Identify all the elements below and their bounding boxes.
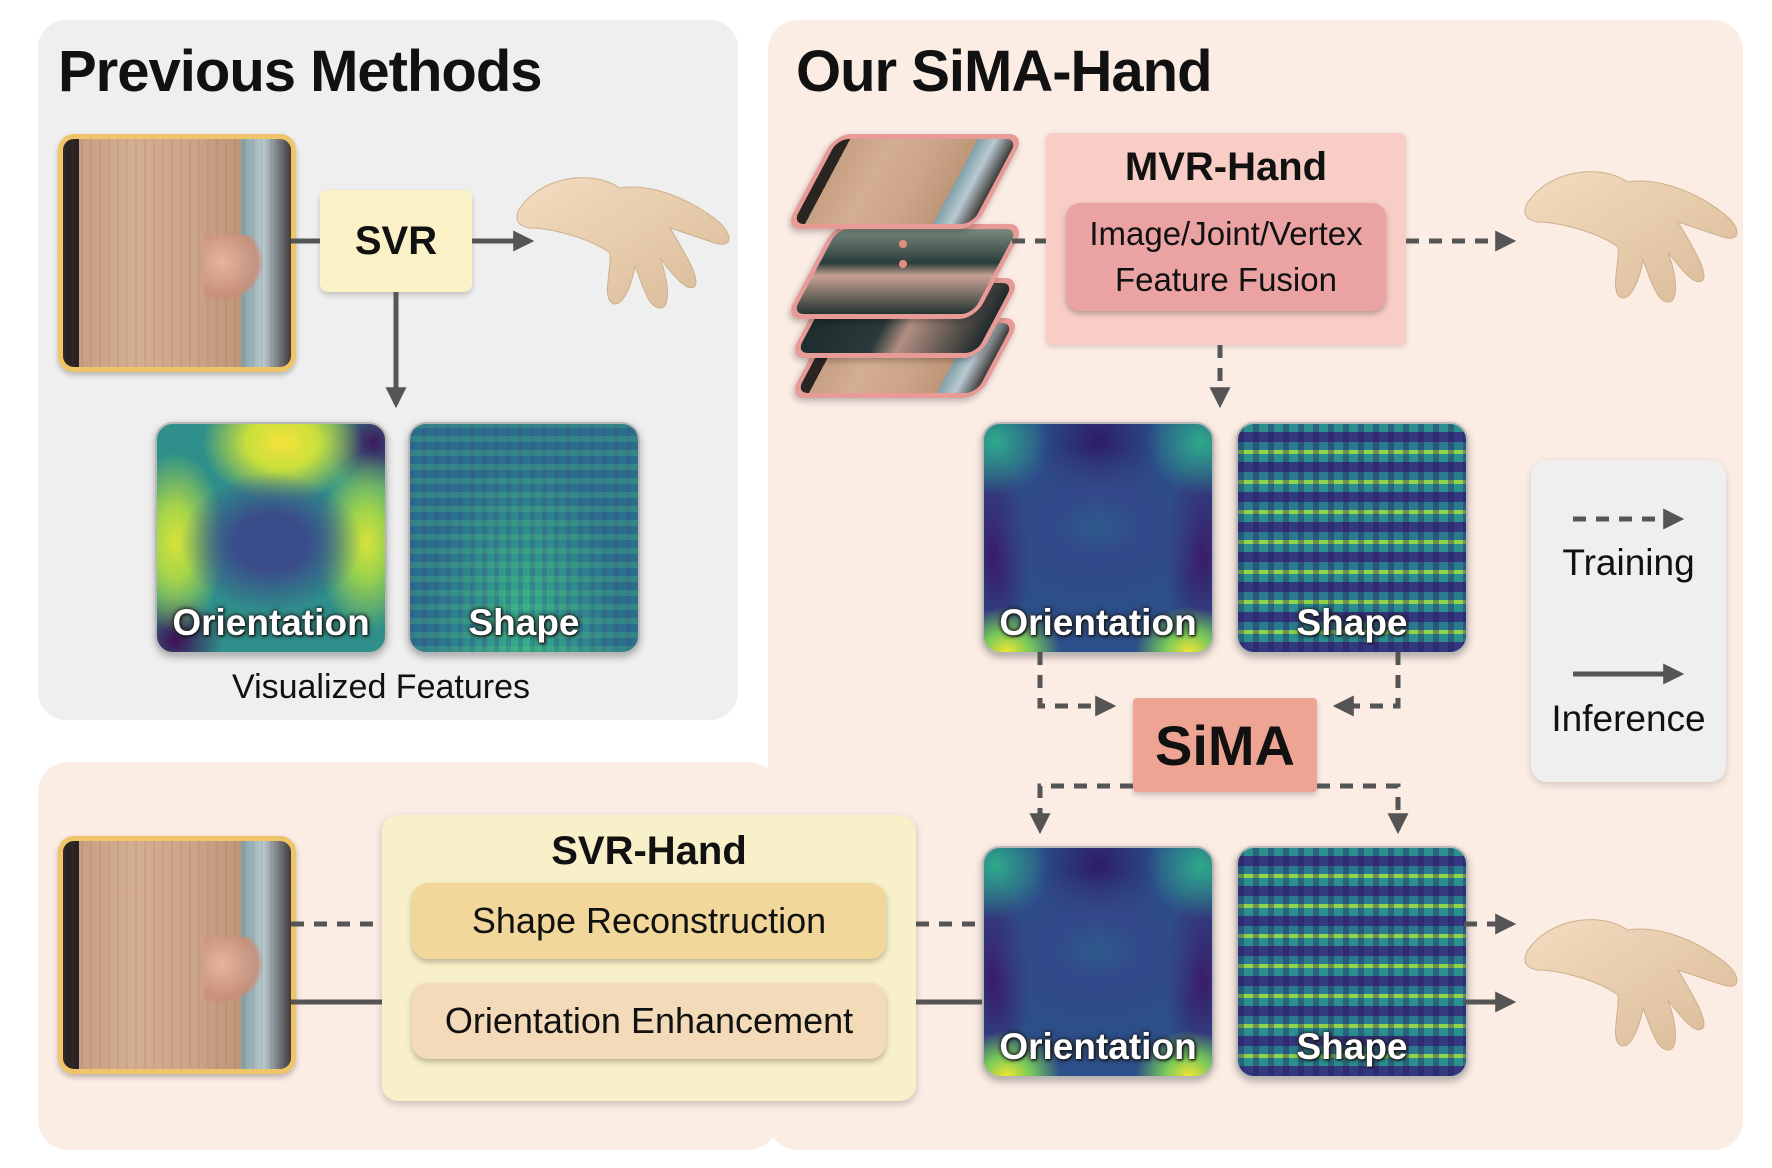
svr-label: SVR [354,218,438,263]
orientation-enhancement-box: Orientation Enhancement [412,983,886,1059]
orientation-label: Orientation [999,602,1197,643]
svr-hand-title: SVR-Hand [551,829,747,873]
mvr-hand-title: MVR-Hand [1124,145,1328,189]
feature-fusion-line2: Feature Fusion [1115,261,1337,298]
svr-box: SVR [320,190,472,292]
shape-reconstruction-box: Shape Reconstruction [412,883,886,959]
dashed-arrow-shape-to-sima [1332,652,1401,717]
feature-fusion-line1: Image/Joint/Vertex [1089,215,1363,252]
mvr-hand-box: MVR-Hand Image/Joint/Vertex Feature Fusi… [1046,133,1406,345]
previous-methods-title: Previous Methods [58,39,543,104]
svr-hand-box: SVR-Hand Shape Reconstruction Orientatio… [382,815,916,1101]
dashed-arrow-sima-to-shape [1317,783,1409,835]
sima-hand-title: Our SiMA-Hand [796,39,1213,104]
orientation-feature-map-svrhand: Orientation [982,846,1214,1078]
orientation-label: Orientation [999,1026,1197,1067]
shape-label: Shape [1296,602,1408,643]
view-ellipsis [899,240,907,268]
dashed-arrow-orientation-to-sima [1037,652,1117,717]
legend-training-label: Training [1562,542,1695,583]
legend-inference-label: Inference [1551,698,1706,739]
orientation-label: Orientation [172,602,370,643]
orientation-feature-map: Orientation [155,422,387,654]
dashed-arrow-sima-to-orientation [1029,783,1133,835]
shape-label: Shape [1296,1026,1408,1067]
shape-label: Shape [468,602,580,643]
hand-mesh-icon [1524,171,1738,303]
shape-feature-map: Shape [408,422,640,654]
hand-mesh-icon [516,177,730,309]
visualized-features-caption: Visualized Features [232,668,530,706]
shape-feature-map-svrhand: Shape [1236,846,1468,1078]
shape-feature-map-mvr: Shape [1236,422,1468,654]
input-image [58,134,296,372]
hand-mesh-icon [1524,919,1738,1051]
orientation-feature-map-mvr: Orientation [982,422,1214,654]
legend: Training Inference [1531,460,1726,782]
input-image-bottom [58,836,296,1074]
sima-box: SiMA [1133,698,1317,792]
feature-fusion-box: Image/Joint/Vertex Feature Fusion [1066,203,1386,311]
sima-label: SiMA [1155,713,1295,777]
